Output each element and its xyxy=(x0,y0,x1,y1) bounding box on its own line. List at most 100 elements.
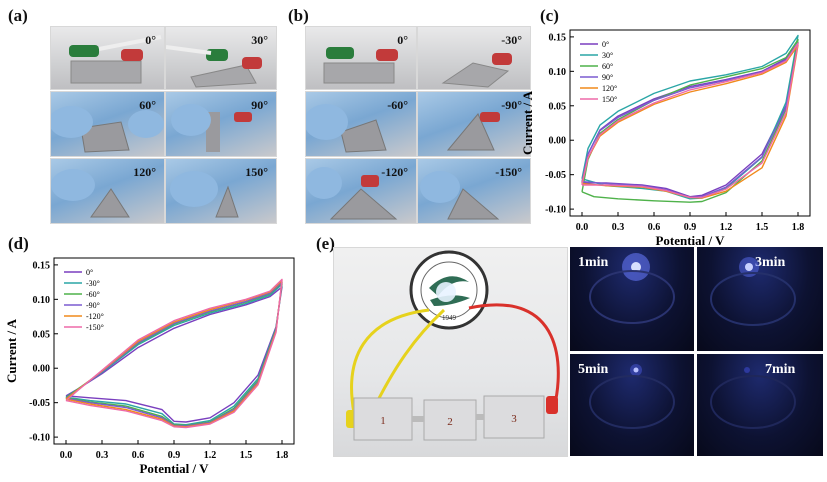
legend-label: 150° xyxy=(602,95,617,104)
x-tick-label: 0.6 xyxy=(132,450,145,461)
photo-a-0: 0° xyxy=(50,26,165,90)
clip-setup-icon xyxy=(69,35,162,84)
photo-b-30: -30° xyxy=(417,26,531,90)
angle-label: -90° xyxy=(501,98,522,112)
legend-label: 0° xyxy=(86,268,93,277)
legend-label: -120° xyxy=(86,312,104,321)
y-tick-label: -0.05 xyxy=(29,398,50,409)
panel-d-letter: (d) xyxy=(8,234,29,253)
red-wire xyxy=(468,303,560,409)
glove-hand-icon xyxy=(306,104,387,153)
glove-hand-icon xyxy=(51,169,130,218)
x-tick-label: 0.6 xyxy=(648,222,661,233)
clip-setup-icon xyxy=(166,45,262,88)
x-tick-label: 0.9 xyxy=(684,222,697,233)
x-tick-label: 0.9 xyxy=(168,450,181,461)
photo-a-60: 60° xyxy=(50,91,165,157)
y-tick-label: 0.10 xyxy=(549,67,567,78)
glove-hand-icon xyxy=(446,112,500,151)
y-tick-label: 0.00 xyxy=(33,364,51,375)
panel-e-letter: (e) xyxy=(316,234,335,253)
legend-label: -30° xyxy=(86,279,100,288)
photo-b-60: -60° xyxy=(305,91,417,157)
y-tick-label: 0.05 xyxy=(33,329,51,340)
photo-a-30: 30° xyxy=(165,26,277,90)
time-label: 5min xyxy=(578,362,609,377)
glove-hand-icon xyxy=(170,171,239,218)
angle-label: 90° xyxy=(251,98,268,112)
led-glow-icon xyxy=(589,364,675,429)
cell-2 xyxy=(423,399,477,441)
x-tick-label: 0.3 xyxy=(612,222,625,233)
y-axis-label: Current / A xyxy=(520,90,535,155)
yellow-wire xyxy=(350,308,430,414)
time-label: 1min xyxy=(578,255,609,270)
x-tick-label: 1.5 xyxy=(240,450,253,461)
cv-curve-3 xyxy=(581,38,799,203)
legend-label: 0° xyxy=(602,40,609,49)
y-tick-label: -0.10 xyxy=(545,205,566,216)
angle-label: -150° xyxy=(495,165,522,179)
x-tick-label: 0.3 xyxy=(96,450,109,461)
cell-mark-3: 3 xyxy=(511,413,517,425)
photo-b-120: -120° xyxy=(305,158,417,224)
glove-hand-icon xyxy=(171,104,252,152)
panel-b-letter: (b) xyxy=(288,6,309,25)
clip-setup-icon xyxy=(323,47,398,84)
legend-label: 30° xyxy=(602,51,613,60)
x-axis-label: Potential / V xyxy=(139,461,209,476)
glove-hand-icon xyxy=(306,167,398,220)
angle-label: 30° xyxy=(251,33,268,47)
angle-label: -60° xyxy=(387,98,408,112)
x-tick-label: 1.8 xyxy=(792,222,805,233)
led-photo-5min: 5min xyxy=(570,354,694,456)
photo-b-0: 0° xyxy=(305,26,417,90)
led-photo-7min: 7min xyxy=(697,354,823,456)
x-tick-label: 1.2 xyxy=(204,450,217,461)
circuit-photo: 1949 1 2 3 xyxy=(346,250,560,441)
y-axis-label: Current / A xyxy=(4,318,19,383)
led-glow-icon xyxy=(710,367,796,429)
cell-3 xyxy=(483,395,545,439)
y-tick-label: 0.10 xyxy=(33,295,51,306)
x-axis-label: Potential / V xyxy=(655,233,725,248)
y-tick-label: 0.05 xyxy=(549,101,567,112)
led-photo-3min: 3min xyxy=(697,247,823,351)
angle-label: 150° xyxy=(245,165,268,179)
legend-label: -150° xyxy=(86,323,104,332)
legend-label: 120° xyxy=(602,84,617,93)
x-tick-label: 1.8 xyxy=(276,450,289,461)
led-glow-icon xyxy=(589,253,675,324)
x-tick-label: 0.0 xyxy=(576,222,589,233)
angle-label: 60° xyxy=(139,98,156,112)
photo-a-120: 120° xyxy=(50,158,165,224)
cell-mark-2: 2 xyxy=(447,416,453,428)
angle-label: 0° xyxy=(145,33,156,47)
x-tick-label: 1.5 xyxy=(756,222,769,233)
photo-a-90: 90° xyxy=(165,91,277,157)
red-clip-icon xyxy=(546,396,558,414)
legend-label: -60° xyxy=(86,290,100,299)
angle-label: 120° xyxy=(133,165,156,179)
panel-a-letter: (a) xyxy=(8,6,28,25)
glove-hand-icon xyxy=(51,106,164,153)
cv-curve-2 xyxy=(581,34,799,200)
led-photo-1min: 1min xyxy=(570,247,694,351)
cell-mark-1: 1 xyxy=(380,415,386,427)
angle-label: -120° xyxy=(381,165,408,179)
angle-label: 0° xyxy=(397,33,408,47)
photo-a-150: 150° xyxy=(165,158,277,224)
y-tick-label: 0.00 xyxy=(549,136,567,147)
photo-b-90: -90° xyxy=(417,91,531,157)
time-label: 7min xyxy=(765,362,796,377)
legend-label: 90° xyxy=(602,73,613,82)
device-photo: 1949 1 2 3 xyxy=(333,247,568,457)
clip-setup-icon xyxy=(441,53,512,88)
photo-b-150: -150° xyxy=(417,158,531,224)
time-label: 3min xyxy=(755,255,786,270)
legend-label: 60° xyxy=(602,62,613,71)
glove-hand-icon xyxy=(420,171,500,220)
cv-curve-6 xyxy=(581,42,799,199)
